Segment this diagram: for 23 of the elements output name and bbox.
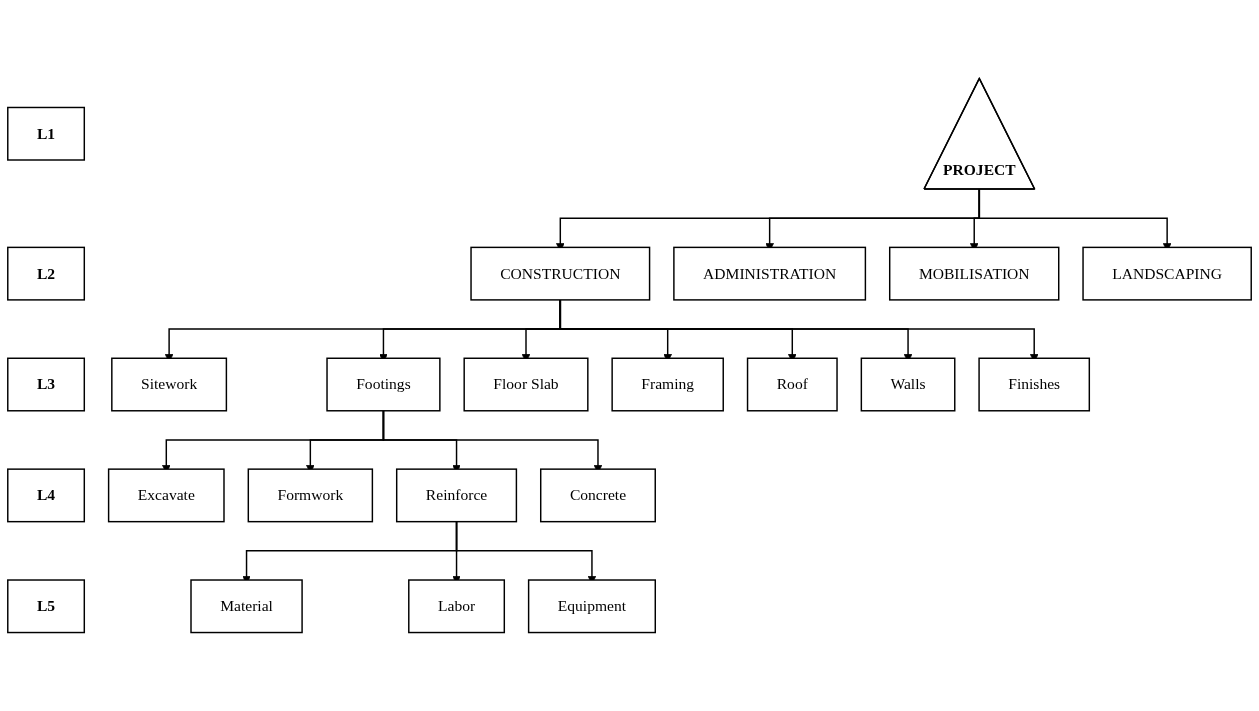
node-box: Walls [860, 357, 956, 412]
node-box: Floor Slab [463, 357, 589, 412]
node-box: LANDSCAPING [1082, 246, 1252, 301]
node-box: L4 [7, 468, 86, 523]
node-box: Equipment [527, 579, 656, 634]
node-box: Roof [746, 357, 838, 412]
node-box: MOBILISATION [889, 246, 1060, 301]
node-box: L2 [7, 246, 86, 301]
node-box: L3 [7, 357, 86, 412]
node-box: Excavate [107, 468, 225, 523]
node-box: Material [190, 579, 303, 634]
node-box: Framing [611, 357, 724, 412]
node-box: Concrete [540, 468, 656, 523]
node-box: ADMINISTRATION [673, 246, 867, 301]
node-box: Reinforce [395, 468, 518, 523]
node-box: L1 [7, 106, 86, 161]
node-box: Finishes [978, 357, 1091, 412]
node-box: L5 [7, 579, 86, 634]
node-box: CONSTRUCTION [470, 246, 651, 301]
node-box: Formwork [247, 468, 374, 523]
node-box: Sitework [111, 357, 228, 412]
node-box: Footings [326, 357, 441, 412]
node-box: Labor [408, 579, 506, 634]
